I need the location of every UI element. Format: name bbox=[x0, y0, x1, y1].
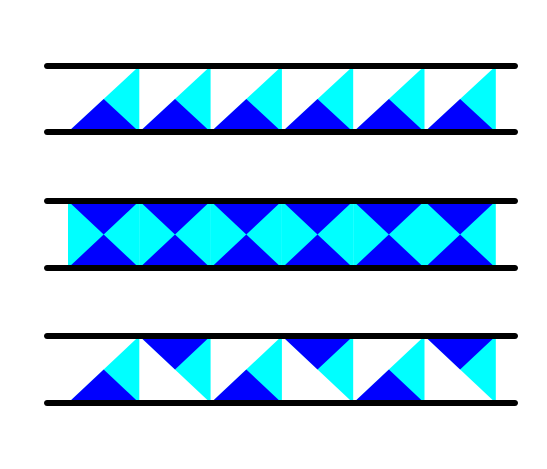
dark-triangle-bottom bbox=[68, 234, 140, 268]
band-middle bbox=[44, 198, 518, 271]
dark-triangle bbox=[68, 99, 140, 132]
dark-triangle bbox=[353, 369, 425, 403]
dark-triangle bbox=[210, 99, 282, 132]
dark-triangle-bottom bbox=[353, 234, 425, 268]
dark-triangle bbox=[281, 336, 354, 370]
dark-triangle bbox=[210, 369, 282, 403]
dark-triangle-bottom bbox=[281, 234, 354, 268]
dark-triangle bbox=[139, 99, 211, 132]
dark-triangle-top bbox=[68, 201, 140, 235]
dark-triangle-bottom bbox=[424, 234, 496, 268]
dark-triangle-top bbox=[139, 201, 211, 235]
band-top bbox=[44, 63, 518, 135]
dark-triangle-top bbox=[353, 201, 425, 235]
band-bottom bbox=[44, 333, 518, 406]
dark-triangle bbox=[68, 369, 140, 403]
dark-triangle bbox=[424, 99, 496, 132]
dark-triangle bbox=[424, 336, 496, 370]
dark-triangle-top bbox=[210, 201, 282, 235]
dark-triangle-top bbox=[281, 201, 354, 235]
dark-triangle bbox=[353, 99, 425, 132]
dark-triangle-bottom bbox=[210, 234, 282, 268]
dark-triangle bbox=[281, 99, 354, 132]
dark-triangle-bottom bbox=[139, 234, 211, 268]
dark-triangle-top bbox=[424, 201, 496, 235]
dark-triangle bbox=[139, 336, 211, 370]
